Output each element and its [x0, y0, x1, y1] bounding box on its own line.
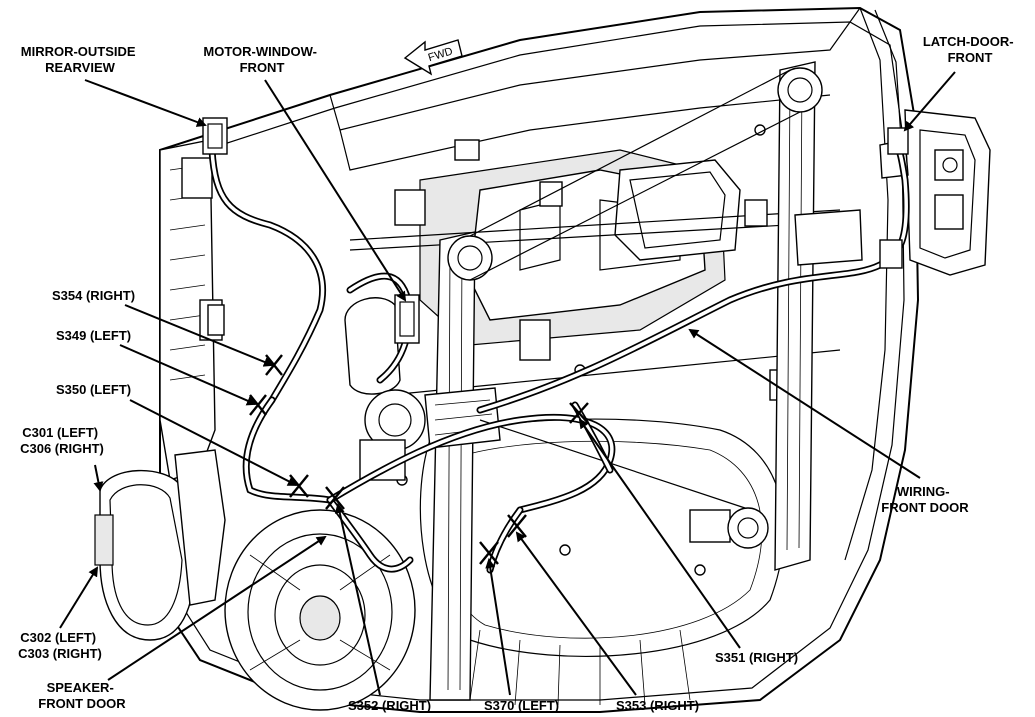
window-regulator	[424, 61, 863, 701]
label-s353: S353 (RIGHT)	[616, 698, 699, 713]
callout-labels: MIRROR-OUTSIDE REARVIEW MOTOR-WINDOW- FR…	[18, 34, 1017, 713]
splice-s354-mark	[265, 354, 283, 376]
label-s350: S350 (LEFT)	[56, 382, 131, 397]
splice-s349-mark	[249, 394, 267, 416]
label-s354: S354 (RIGHT)	[52, 288, 135, 303]
label-motor-window: MOTOR-WINDOW- FRONT	[203, 44, 320, 75]
label-wiring-front-door: WIRING- FRONT DOOR	[881, 484, 969, 515]
splice-s350-mark	[289, 474, 309, 498]
label-s352: S352 (RIGHT)	[348, 698, 431, 713]
door-speaker	[224, 509, 416, 711]
leader-lines	[59, 71, 956, 696]
label-speaker: SPEAKER- FRONT DOOR	[38, 680, 126, 711]
label-c301: C301 (LEFT) C306 (RIGHT)	[20, 425, 104, 456]
label-c302: C302 (LEFT) C303 (RIGHT)	[18, 630, 102, 661]
label-s370: S370 (LEFT)	[484, 698, 559, 713]
label-mirror-outside: MIRROR-OUTSIDE REARVIEW	[21, 44, 139, 75]
label-latch-door: LATCH-DOOR- FRONT	[923, 34, 1017, 65]
label-s351: S351 (RIGHT)	[715, 650, 798, 665]
fwd-direction-arrow: FWD	[403, 39, 463, 76]
door-panel-artwork	[159, 6, 920, 713]
connector-c301	[94, 449, 226, 641]
label-s349: S349 (LEFT)	[56, 328, 131, 343]
